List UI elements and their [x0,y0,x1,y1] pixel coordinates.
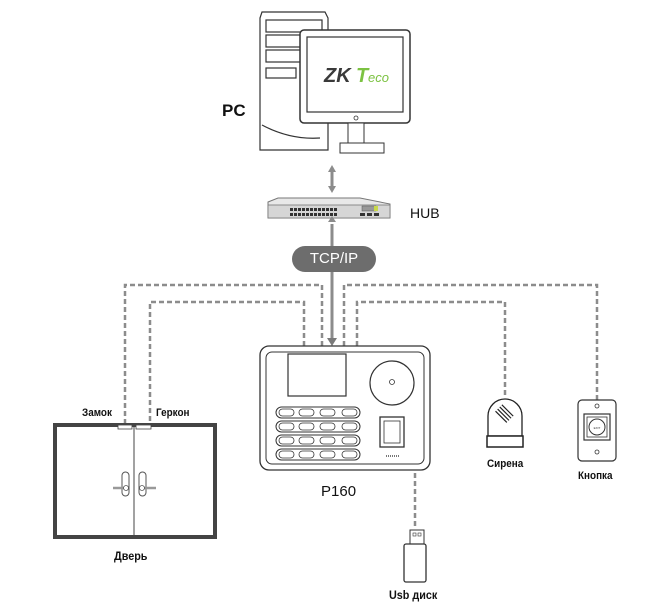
logo-eco: eco [368,70,389,85]
siren-label: Сирена [487,458,524,470]
exit-button-icon: EXIT [577,399,617,462]
door-icon [53,423,217,539]
p160-device-icon [259,345,431,471]
exit-button-label: Кнопка [578,470,613,482]
logo-t: T [356,65,370,87]
wire-exit-button [342,283,599,400]
monitor-icon [299,29,411,154]
wiring [123,283,599,528]
logo-zk: ZK [323,65,352,87]
door-label: Дверь [114,549,148,563]
hub-label: HUB [410,205,440,221]
tcpip-badge: TCP/IP [292,246,376,272]
lock-label: Замок [82,407,112,419]
usb-label: Usb диск [389,588,438,602]
pc-hub-link [328,165,336,193]
exit-button-text: EXIT [594,426,601,430]
hub-icon [267,197,391,219]
lock-icon [117,424,133,430]
usb-drive-icon [403,529,427,583]
device-model-label: P160 [321,483,357,500]
pc-label: PC [222,101,246,120]
door-sensor-label: Геркон [156,407,190,419]
door-sensor-icon [135,424,152,430]
wire-lock [123,283,324,425]
zkteco-logo: ZK T eco [323,65,389,87]
siren-icon [486,398,524,448]
wire-door-sensor [148,300,306,425]
